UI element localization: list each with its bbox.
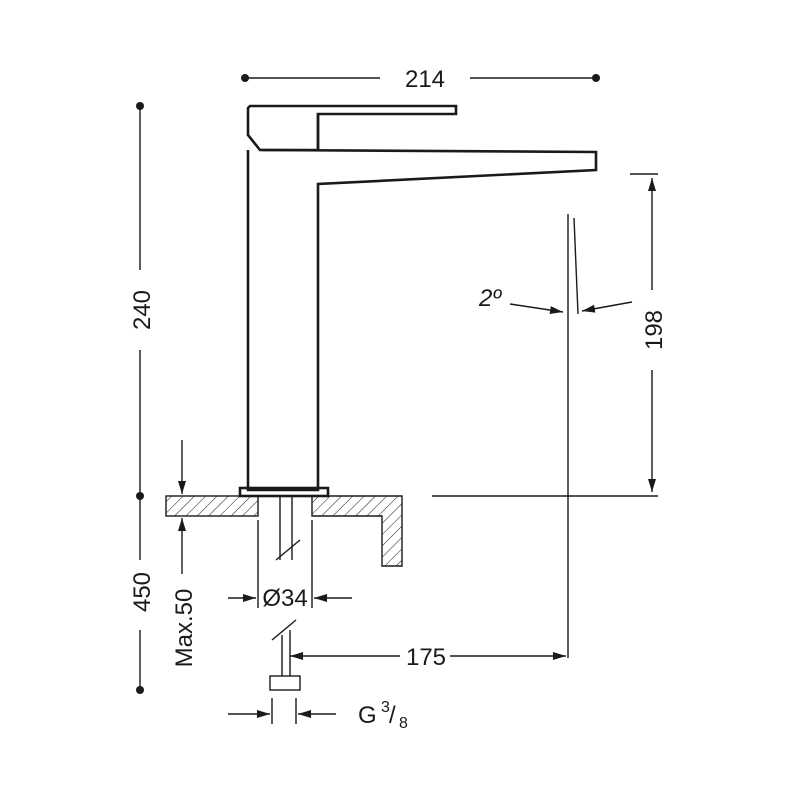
spout-angle-label: 2º [478,285,502,312]
dimension-spout-height: 198 [432,173,668,497]
spout-height-label: 198 [641,310,668,350]
hole-diameter-label: Ø34 [262,585,307,612]
countertop-section [165,495,403,567]
dimension-connection-thread: G 3 / 8 [228,698,408,732]
connection-thread-slash: / [389,702,396,729]
dimension-overall-height: 240 [129,102,156,500]
faucet-outline [238,104,598,498]
dimension-max-deck-thickness: Max.50 [171,440,198,667]
overall-height-label: 240 [129,290,156,330]
dimension-overall-width: 214 [241,66,600,93]
dimension-spout-reach: 175 [290,214,569,671]
connection-thread-denominator: 8 [399,715,408,732]
supply-hose [269,496,301,691]
dimension-below-deck: 450 [129,496,156,694]
connection-thread-label: G [358,702,377,729]
connection-thread-numerator: 3 [381,699,390,716]
dimension-hole-diameter: Ø34 [228,520,352,612]
max-thickness-label: Max.50 [171,589,198,668]
overall-width-label: 214 [405,66,445,93]
spout-reach-label: 175 [406,644,446,671]
dimension-spout-angle: 2º [478,217,633,315]
below-deck-label: 450 [129,572,156,612]
